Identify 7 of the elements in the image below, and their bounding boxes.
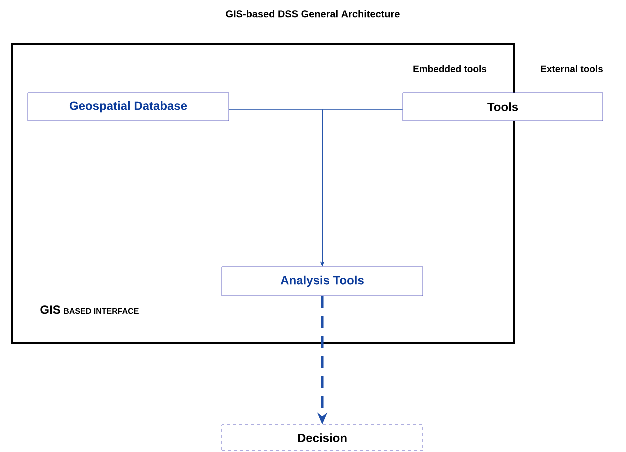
title: GIS-based DSS General Architecture — [226, 10, 400, 18]
tools-box: Tools — [402, 92, 604, 122]
database-box: Geospatial Database — [28, 92, 230, 122]
decision-box: Decision — [222, 424, 424, 452]
region-label: Embedded tools — [414, 66, 487, 72]
analysis-box: Analysis Tools — [222, 266, 424, 296]
region-label: External tools — [541, 66, 604, 72]
